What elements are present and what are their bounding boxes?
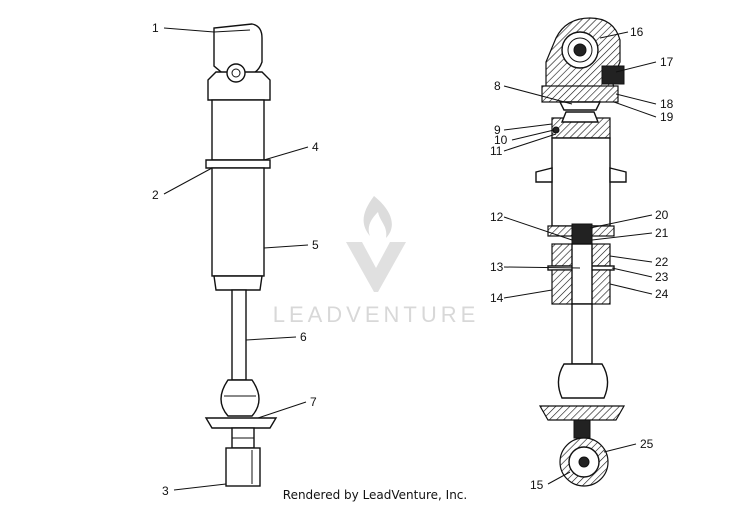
callout-14: 14 [490, 291, 504, 305]
callout-7: 7 [310, 395, 317, 409]
cap-plate [541, 85, 619, 103]
watermark-text: LEADVENTURE [273, 302, 480, 327]
callout-2: 2 [152, 188, 159, 202]
callout-16: 16 [630, 25, 644, 39]
piston-nut [571, 223, 593, 245]
callout-18: 18 [660, 97, 674, 111]
callout-21: 21 [655, 226, 669, 240]
callout-labels: 1 2 3 4 5 6 7 8 9 10 11 12 13 14 15 16 1… [152, 21, 674, 498]
cutaway-spring-seat [538, 405, 626, 421]
callout-20: 20 [655, 208, 669, 222]
callout-1: 1 [152, 21, 159, 35]
watermark: LEADVENTURE [273, 196, 480, 327]
body-tube [551, 137, 611, 227]
bumper [220, 379, 260, 417]
collar-left [535, 167, 553, 183]
callout-17: 17 [660, 55, 674, 69]
body-ring [205, 159, 271, 169]
callout-23: 23 [655, 270, 669, 284]
callout-13: 13 [490, 260, 504, 274]
collar-right [609, 167, 627, 183]
cutaway-shaft [571, 303, 593, 365]
watermark-flame-icon [363, 196, 392, 238]
footer-credit: Rendered by LeadVenture, Inc. [282, 488, 468, 502]
shaft [231, 289, 247, 381]
shock-body [211, 167, 265, 277]
callout-15: 15 [530, 478, 544, 492]
callout-24: 24 [655, 287, 669, 301]
shock-assembly-cutaway [535, 17, 627, 487]
upper-body [211, 99, 265, 161]
callout-3: 3 [162, 484, 169, 498]
top-out-plate [558, 101, 602, 111]
callout-8: 8 [494, 79, 501, 93]
callout-6: 6 [300, 330, 307, 344]
callout-5: 5 [312, 238, 319, 252]
cutaway-bumper [557, 363, 609, 399]
callout-22: 22 [655, 255, 669, 269]
callout-9: 9 [494, 123, 501, 137]
callout-19: 19 [660, 110, 674, 124]
top-eye-mount [207, 71, 271, 101]
callout-4: 4 [312, 140, 319, 154]
callout-12: 12 [490, 210, 504, 224]
callout-10: 10 [494, 133, 508, 147]
callout-11: 11 [490, 144, 503, 158]
lower-shaft-thread [573, 419, 591, 439]
callout-25: 25 [640, 437, 654, 451]
lower-eye [225, 447, 261, 487]
shock-assembly-external [204, 23, 278, 487]
air-valve [226, 63, 246, 83]
valve-cap [601, 65, 625, 85]
watermark-v-mark [346, 242, 406, 292]
leader-lines [163, 27, 657, 491]
spring-seat [204, 417, 278, 429]
body-bottom [213, 275, 263, 291]
